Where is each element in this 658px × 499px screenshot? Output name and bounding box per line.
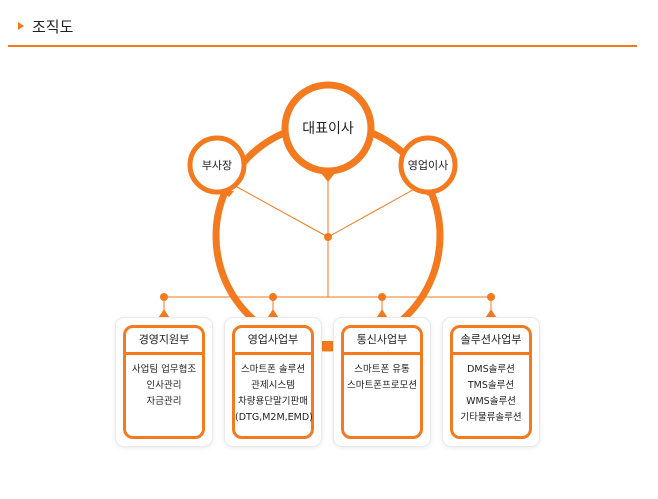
dept-title: 솔루션사업부 [453,328,529,355]
dept-item: 인사관리 [146,380,182,391]
vp-left-pointer [222,191,234,197]
dept-item: 스마트폰 솔루션 [240,364,306,375]
dept-card-sales: 영업사업부 스마트폰 솔루션 관제시스템 차량용단말기판매 (DTG,M2M,E… [225,318,321,446]
vp-left-circle [187,135,247,195]
dept-items: 스마트폰 유통 스마트폰프로모션 [344,362,420,394]
ceo-circle [281,81,375,175]
dept-item: 차량용단말기판매 [238,396,308,407]
dept-card-management: 경영지원부 사업팀 업무협조 인사관리 자금관리 [116,318,212,446]
connector-left-hub [227,181,329,238]
dept-item: 스마트폰프로모션 [347,380,417,391]
page-header: 조직도 [18,14,73,38]
ceo-label: 대표이사 [302,121,354,137]
drop-arrow-2 [266,309,280,320]
dept-item: 스마트폰 유통 [354,364,410,375]
dept-card-frame: 영업사업부 스마트폰 솔루션 관제시스템 차량용단말기판매 (DTG,M2M,E… [232,325,314,439]
dept-title: 영업사업부 [235,328,311,355]
drop-arrow-1 [157,309,171,320]
header-divider [8,45,637,47]
vp-right-pointer [422,190,434,196]
dept-item: DMS솔루션 [467,364,515,375]
dept-item: (DTG,M2M,EMD) [235,412,313,423]
dept-card-solutions: 솔루션사업부 DMS솔루션 TMS솔루션 WMS솔루션 기타물류솔루션 [443,318,539,446]
dept-title: 통신사업부 [344,328,420,355]
dept-card-frame: 경영지원부 사업팀 업무협조 인사관리 자금관리 [123,325,205,439]
card-link [322,341,334,348]
dept-title: 경영지원부 [126,328,202,355]
triangle-bullet-icon [18,22,24,30]
hub-node [324,233,332,241]
sales-director-label: 영업이사 [407,159,449,172]
dept-card-frame: 솔루션사업부 DMS솔루션 TMS솔루션 WMS솔루션 기타물류솔루션 [450,325,532,439]
dept-card-frame: 통신사업부 스마트폰 유통 스마트폰프로모션 [341,325,423,439]
page-title: 조직도 [32,17,74,36]
drop-arrow-3 [375,309,389,320]
dept-item: 기타물류솔루션 [460,412,522,423]
connector-right-hub [327,181,428,238]
dept-items: DMS솔루션 TMS솔루션 WMS솔루션 기타물류솔루션 [453,362,529,426]
dept-items: 스마트폰 솔루션 관제시스템 차량용단말기판매 (DTG,M2M,EMD) [235,362,313,426]
dept-item: WMS솔루션 [466,396,516,407]
dept-item: 자금관리 [146,396,182,407]
vice-president-label: 부사장 [201,159,233,172]
dept-item: TMS솔루션 [467,380,515,391]
drop-arrow-4 [484,309,498,320]
dept-card-telecom: 통신사업부 스마트폰 유통 스마트폰프로모션 [334,318,430,446]
dept-item: 관제시스템 [251,380,295,391]
dept-item: 사업팀 업무협조 [131,364,197,375]
ceo-pointer [321,173,335,182]
dept-items: 사업팀 업무협조 인사관리 자금관리 [126,362,202,410]
